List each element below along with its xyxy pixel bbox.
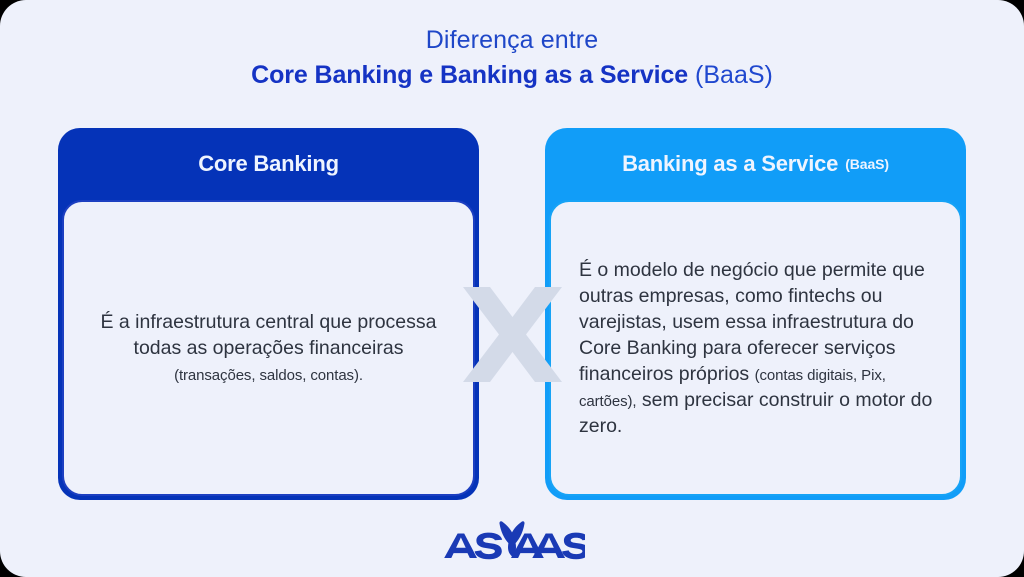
card-main-text: É a infraestrutura central que processa … [100,310,437,359]
page-title: Diferença entre Core Banking e Banking a… [0,28,1024,88]
card-note-text: (contas digitais, Pix, cartões), [579,367,886,411]
card-header-subtitle: (BaaS) [845,156,889,172]
card-body-core-banking: É a infraestrutura central que processa … [62,200,475,496]
card-header-baas: Banking as a Service (BaaS) [545,128,966,200]
card-text-baas: É o modelo de negócio que permite que ou… [573,257,938,440]
x-separator-icon [463,287,562,382]
title-strong-text: Core Banking e Banking as a Service [251,61,689,89]
card-header-title: Core Banking [198,151,339,176]
title-line-1: Diferença entre [425,26,599,54]
card-main-text-part1: É o modelo de negócio que permite que ou… [579,258,925,386]
card-banking-as-a-service: Banking as a Service (BaaS) É o modelo d… [545,128,966,500]
title-suffix-text: (BaaS) [695,61,773,89]
asaas-logo [0,515,1024,562]
card-header-core-banking: Core Banking [58,128,479,200]
card-text-core-banking: É a infraestrutura central que processa … [86,309,451,387]
card-note-text: (transações, saldos, contas). [174,367,363,385]
asaas-logo-svg [444,521,585,560]
card-main-text-part2: sem precisar construir o motor do zero. [579,389,933,438]
corner-notch [0,561,16,577]
card-header-title: Banking as a Service [622,151,839,176]
title-line-2: Core Banking e Banking as a Service (Baa… [0,63,1024,88]
card-body-baas: É o modelo de negócio que permite que ou… [549,200,962,496]
card-core-banking: Core Banking É a infraestrutura central … [58,128,479,500]
